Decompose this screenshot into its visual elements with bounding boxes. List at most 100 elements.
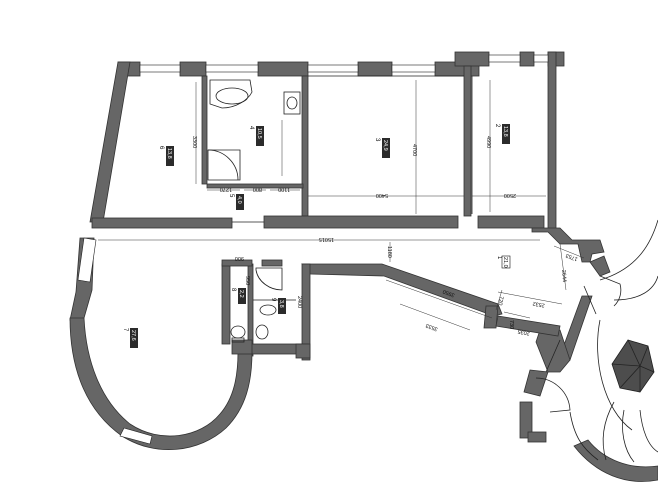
dimension-4990: 4990 — [485, 136, 491, 148]
dimension-1100: 1100 — [278, 186, 290, 192]
dimension-4700: 4700 — [411, 144, 417, 156]
room-label-4: 4 10,5 — [248, 126, 264, 146]
room-labels: 1 21,0 2 13,8 3 24,9 4 10,5 5 4,0 — [122, 124, 511, 348]
toilet-tank — [231, 337, 245, 343]
door-swing — [535, 377, 571, 413]
room-number: 9 — [270, 298, 276, 302]
stair-outline — [597, 319, 633, 431]
partition-wall — [295, 343, 311, 359]
dimension-800: 800 — [253, 186, 262, 192]
shower-corner — [255, 267, 283, 291]
stair-wall — [573, 439, 658, 482]
dimension-2500: 2500 — [504, 192, 516, 198]
stair-tread — [639, 409, 658, 453]
dimension-900: 900 — [235, 255, 244, 261]
wall-segment — [357, 61, 393, 77]
wall-segment — [535, 329, 571, 373]
dimension-1180: 1180 — [386, 246, 392, 258]
stair-outline — [599, 219, 658, 281]
door-leaf — [545, 339, 561, 373]
room-area-box — [501, 255, 511, 269]
stair-tread — [622, 409, 635, 463]
shower-tray — [207, 149, 241, 181]
room-area: 13,8 — [502, 126, 508, 137]
room-area: 4,0 — [236, 196, 242, 204]
room-number: 3 — [374, 138, 380, 142]
dimension-2035: 2035 — [517, 328, 530, 336]
window — [488, 54, 521, 63]
dimension-line — [559, 243, 567, 291]
dimension-line — [495, 289, 503, 311]
room-label-6: 6 13,8 — [158, 146, 174, 166]
wall-segment — [527, 431, 547, 443]
walls — [69, 51, 658, 482]
dimension-1270: 1270 — [220, 186, 232, 192]
room-number: 1 — [496, 256, 502, 260]
wall-segment — [454, 51, 490, 67]
wall-segment — [257, 61, 309, 77]
dimension-line — [385, 279, 493, 319]
partition-wall — [221, 263, 231, 345]
windows — [77, 54, 549, 445]
window — [307, 64, 359, 73]
partition-wall — [221, 259, 253, 267]
room-number: 5 — [228, 194, 234, 198]
room-label-8: 8 2,2 — [230, 288, 246, 304]
shower-curve — [207, 149, 239, 181]
toilet — [255, 324, 269, 340]
room-number: 6 — [158, 146, 164, 150]
room-area: 21,0 — [502, 257, 508, 268]
angled-corridor-wall — [301, 263, 503, 317]
partition-wall — [463, 65, 472, 217]
room-area: 10,5 — [256, 128, 262, 139]
room-area-box — [236, 194, 244, 210]
wall-segment — [519, 51, 535, 67]
stair-outline — [613, 275, 658, 301]
room-area-box — [502, 124, 510, 144]
right-wall — [547, 51, 557, 231]
door-leaf — [583, 285, 597, 315]
window — [205, 64, 259, 73]
dimension-2644: 2644 — [560, 270, 567, 283]
partition-wall — [261, 259, 283, 267]
corridor-wall — [477, 215, 545, 229]
wall-segment — [179, 61, 207, 77]
window — [77, 237, 97, 283]
dimension-3533: 3533 — [425, 322, 439, 332]
sink-basin — [286, 96, 298, 110]
dimension-3950: 3950 — [442, 288, 456, 298]
room-area-box — [278, 298, 286, 314]
room-area: 24,9 — [382, 140, 388, 151]
dimension-950: 950 — [244, 276, 250, 285]
room-label-3: 3 24,9 — [374, 138, 390, 158]
window — [139, 64, 181, 73]
dimension-line — [553, 245, 585, 259]
dimension-1753: 1753 — [565, 252, 579, 262]
partition-wall — [201, 75, 208, 185]
bathtub-basin — [215, 87, 249, 105]
room-area: 2,2 — [238, 290, 244, 298]
dimension-line — [399, 303, 471, 331]
dimension-3300: 3300 — [191, 136, 197, 148]
room-number: 7 — [122, 328, 128, 332]
room-label-7: 7 27,6 — [122, 328, 138, 348]
room-area-box — [238, 288, 246, 304]
room-label-9: 9 3,8 — [270, 298, 286, 314]
toilet — [230, 325, 246, 339]
room-number: 2 — [494, 124, 500, 128]
dimension-line — [497, 291, 563, 305]
room-area-box — [130, 328, 138, 348]
wall-segment — [231, 339, 253, 355]
room-area: 13,8 — [166, 148, 172, 159]
window — [119, 427, 153, 445]
dimension-line — [503, 311, 531, 319]
partition-wall — [301, 75, 309, 217]
dimension-15015: 15015 — [319, 236, 334, 242]
room-label-1: 1 21,0 — [496, 255, 511, 269]
door-swing — [599, 275, 622, 307]
sink — [283, 91, 301, 115]
stair-outline — [569, 411, 599, 461]
window — [391, 64, 436, 73]
wall-segment — [519, 401, 533, 439]
